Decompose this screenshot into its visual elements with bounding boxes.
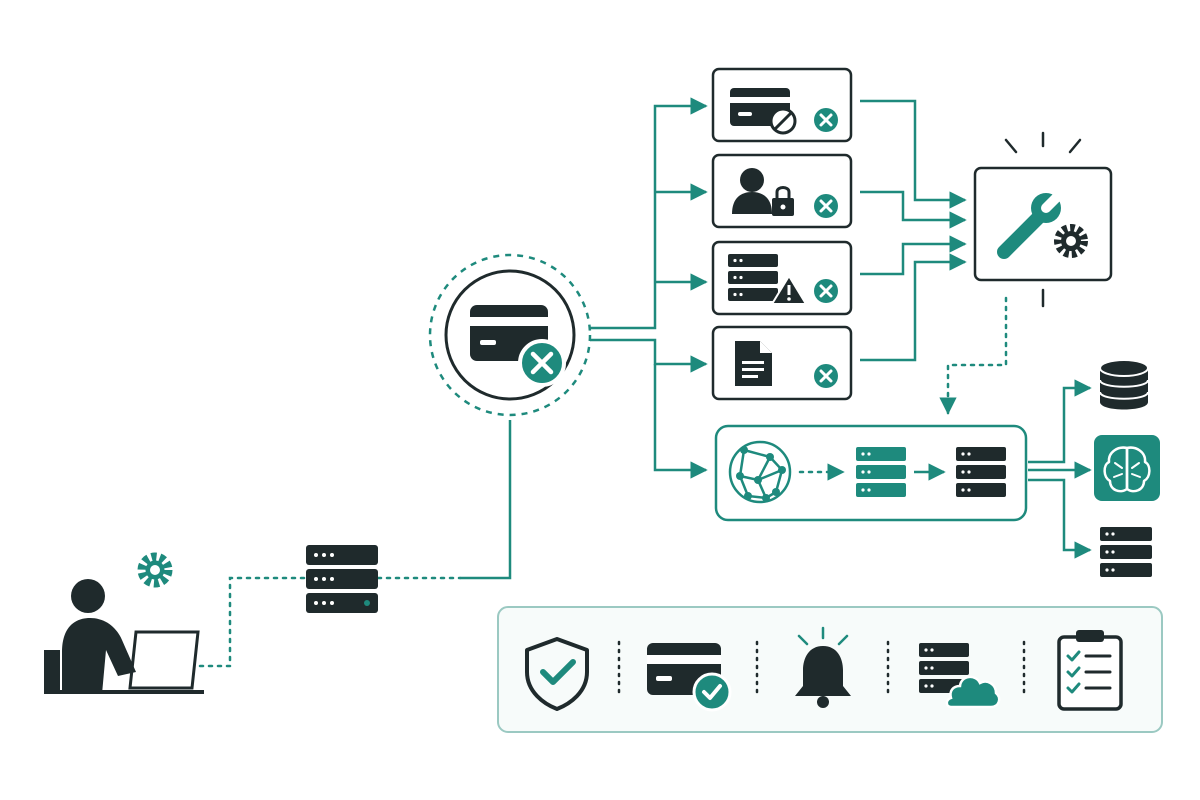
connector-error-3-repair [860, 235, 967, 276]
error-card-server-warning [711, 240, 853, 316]
connector-user-server [198, 576, 307, 668]
database-icon [1099, 359, 1149, 410]
error-card-locked-account [711, 153, 853, 229]
connector-central-pipeline [653, 364, 708, 479]
blocked-card-error-icon [730, 88, 797, 135]
person-at-laptop-icon [44, 579, 204, 694]
repair-node [973, 131, 1113, 308]
locked-account-error-icon [732, 168, 794, 216]
connectors [198, 97, 1092, 668]
bell-icon [795, 626, 851, 708]
error-card-blocked-card [711, 67, 853, 143]
server-stack-icon [856, 447, 906, 497]
error-x-icon [814, 279, 838, 303]
error-x-icon [814, 194, 838, 218]
panel-dividers [617, 640, 1026, 698]
error-x-icon [814, 108, 838, 132]
shield-check-icon [525, 637, 589, 711]
server-stack-icon [1100, 527, 1152, 577]
server-cloud-icon [919, 643, 1001, 709]
declined-card-icon [470, 305, 566, 387]
connector-server-central [460, 420, 512, 580]
error-x-icon [814, 364, 838, 388]
connector-pipeline-output-3 [1028, 478, 1092, 559]
connector-error-2-repair [860, 190, 967, 229]
connector-error-1-repair [860, 99, 967, 209]
server-icon [306, 545, 378, 613]
connector-central-error-4 [590, 338, 708, 373]
connector-pipeline-output-1 [1028, 379, 1092, 464]
gear-icon [137, 552, 173, 588]
clipboard-checklist-icon [1057, 630, 1123, 711]
network-globe-icon [728, 440, 792, 504]
server-warning-error-icon [728, 254, 807, 305]
card-approved-icon [647, 643, 732, 712]
alert-rays [1004, 131, 1082, 308]
server-stack-icon [956, 447, 1006, 497]
brain-icon [1094, 435, 1160, 501]
connector-repair-pipeline [939, 296, 1008, 415]
connector-error-4-repair [860, 253, 967, 362]
error-card-document [711, 325, 853, 401]
connector-central-error-1 [590, 97, 708, 330]
declined-card-node [428, 253, 592, 417]
summary-panel [497, 606, 1163, 733]
pipeline-node [714, 424, 1028, 522]
wrench-gear-icon [997, 185, 1088, 259]
document-error-icon [735, 341, 772, 386]
